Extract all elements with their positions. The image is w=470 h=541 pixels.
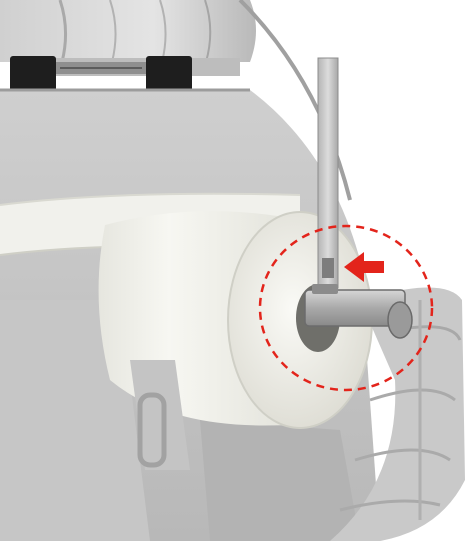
media-guide-bar: [317, 57, 339, 289]
highlight-circle: [258, 224, 434, 392]
media-holder-tray: [330, 287, 465, 541]
spindle-bar: [304, 284, 413, 339]
arrow-left-icon: [344, 252, 384, 282]
printer-lid: [0, 0, 256, 63]
hinge: [10, 56, 240, 96]
spindle-bracket: [130, 360, 190, 470]
